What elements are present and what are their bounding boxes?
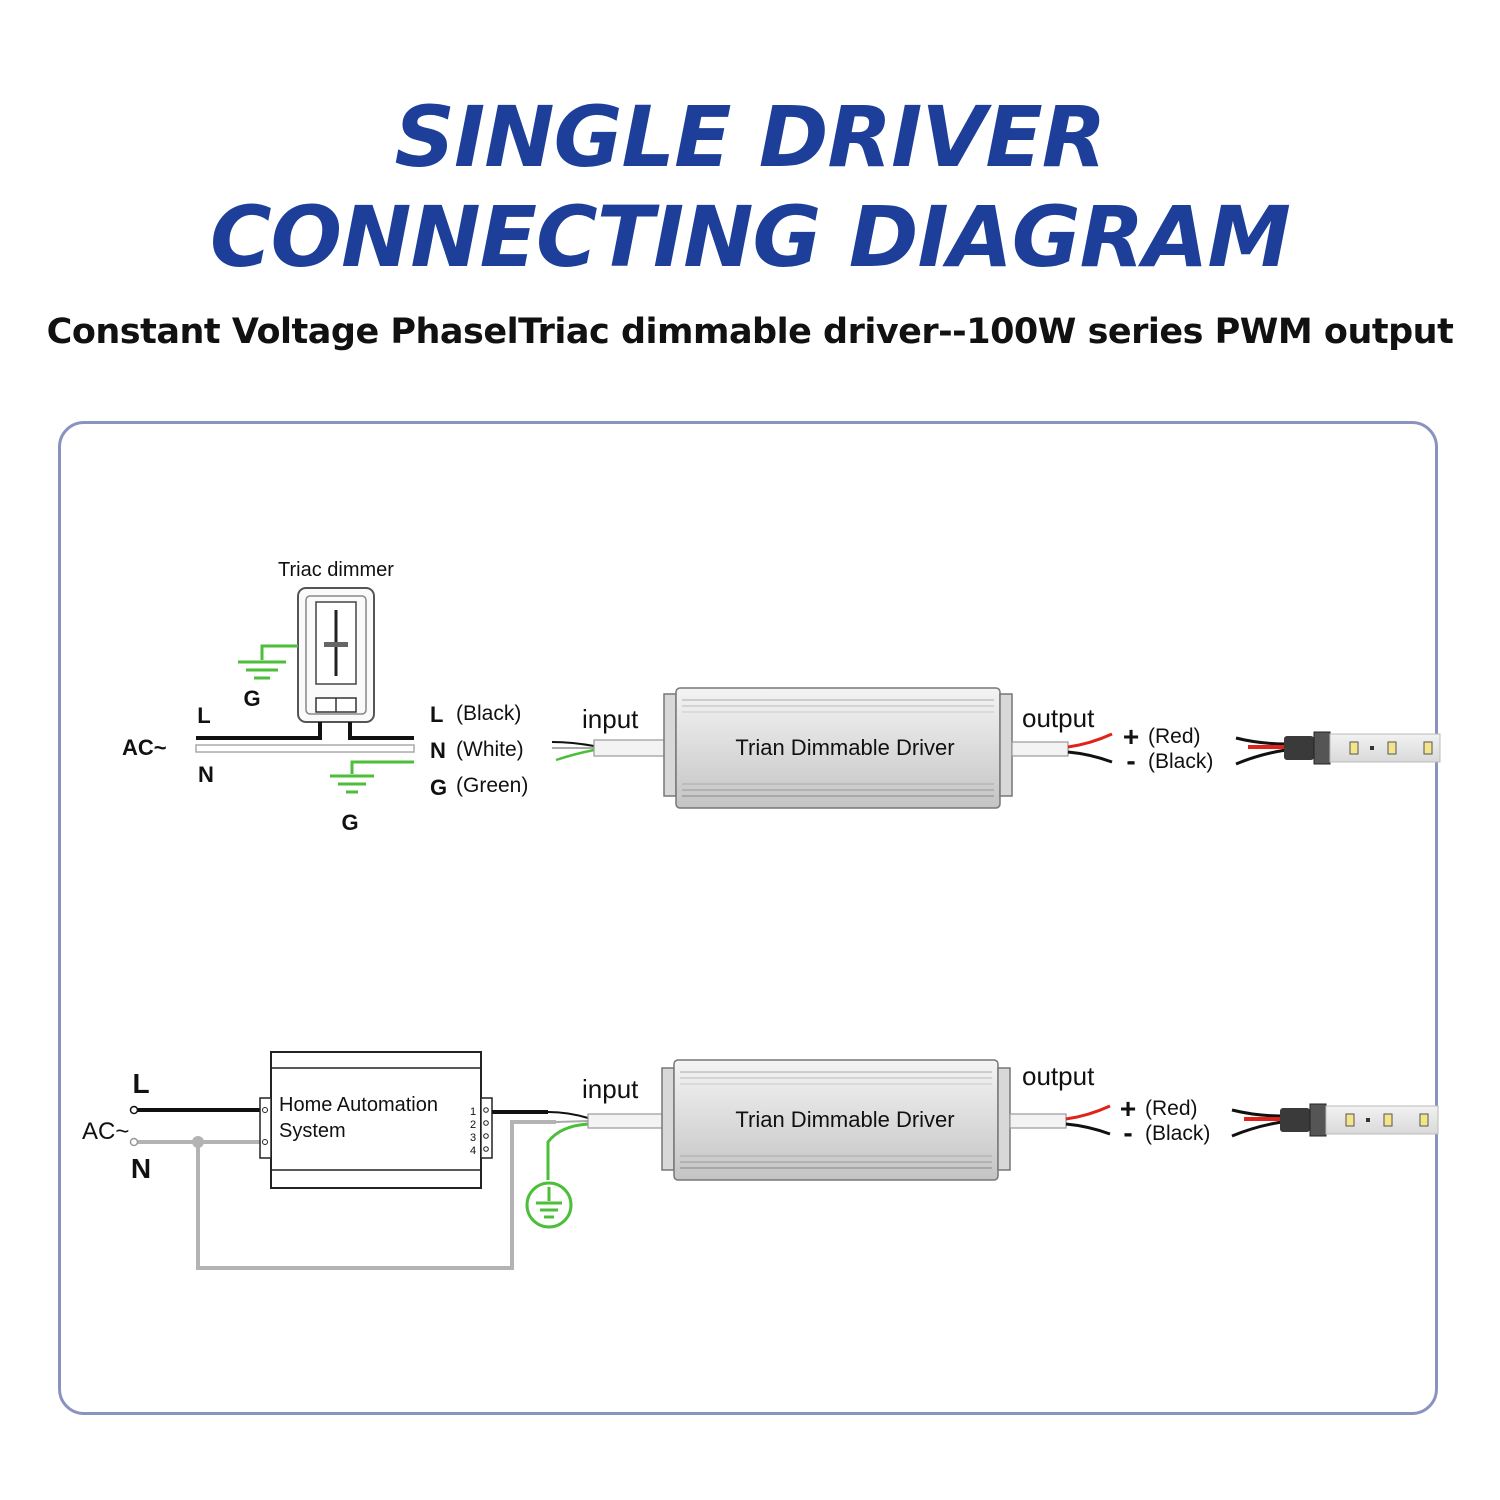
triac-dimmer-icon: [297, 587, 375, 723]
diagram-panel: [58, 421, 1438, 1415]
neutral-label: N: [198, 762, 214, 787]
title-line-2: CONNECTING DIAGRAM: [210, 188, 1291, 286]
minus-color: (Black): [1145, 1122, 1210, 1145]
ac-label: AC~: [122, 735, 167, 760]
driver-label: Trian Dimmable Driver: [735, 735, 954, 760]
bottom-diagram: L AC~ N Home Automation System 1 2: [82, 1051, 1439, 1270]
line-label: L: [197, 703, 210, 728]
ac-label: AC~: [82, 1118, 129, 1145]
controller-label-line2: System: [279, 1120, 346, 1142]
title-line-1: SINGLE DRIVER: [394, 88, 1107, 186]
home-automation-box: [259, 1051, 493, 1189]
driver-label: Trian Dimmable Driver: [735, 1107, 954, 1132]
led-strip-icon: [1231, 1103, 1439, 1138]
wire-color: (White): [456, 738, 524, 761]
wire-color: (Black): [456, 702, 521, 725]
input-label: input: [582, 704, 639, 734]
ground-symbol-icon: [238, 660, 286, 680]
terminal-number: 4: [470, 1145, 476, 1157]
driver-box: [661, 1059, 1011, 1181]
minus-color: (Black): [1148, 750, 1213, 773]
ground-label: G: [243, 686, 260, 711]
wire-letter: L: [430, 702, 443, 727]
wire-letter: N: [430, 738, 446, 763]
line-label: L: [132, 1068, 149, 1099]
plus-sign: +: [1120, 1093, 1136, 1124]
led-strip-icon: [1235, 731, 1441, 766]
output-label: output: [1022, 1061, 1095, 1091]
subtitle: Constant Voltage PhaselTriac dimmable dr…: [46, 312, 1454, 352]
wire-legend: L (Black) N (White) G (Green): [430, 702, 528, 800]
ground-symbol-icon: [330, 774, 374, 794]
triac-dimmer-label: Triac dimmer: [278, 559, 394, 581]
terminal-number: 1: [470, 1106, 476, 1118]
output-label: output: [1022, 703, 1095, 733]
controller-label-line1: Home Automation: [279, 1094, 438, 1116]
ground-label: G: [341, 810, 358, 835]
plus-color: (Red): [1145, 1097, 1198, 1120]
terminal-number: 3: [470, 1132, 476, 1144]
earth-ground-icon: [525, 1181, 573, 1229]
minus-sign: -: [1126, 745, 1135, 776]
wire-letter: G: [430, 775, 447, 800]
wire-color: (Green): [456, 774, 528, 797]
plus-sign: +: [1123, 721, 1139, 752]
top-diagram: Triac dimmer G AC~ L N: [122, 559, 1441, 835]
input-label: input: [582, 1074, 639, 1104]
plus-color: (Red): [1148, 725, 1201, 748]
terminal-number: 2: [470, 1119, 476, 1131]
neutral-label: N: [131, 1153, 151, 1184]
terminal-numbers: 1 2 3 4: [470, 1106, 476, 1157]
minus-sign: -: [1123, 1117, 1132, 1148]
driver-box: [663, 687, 1013, 809]
